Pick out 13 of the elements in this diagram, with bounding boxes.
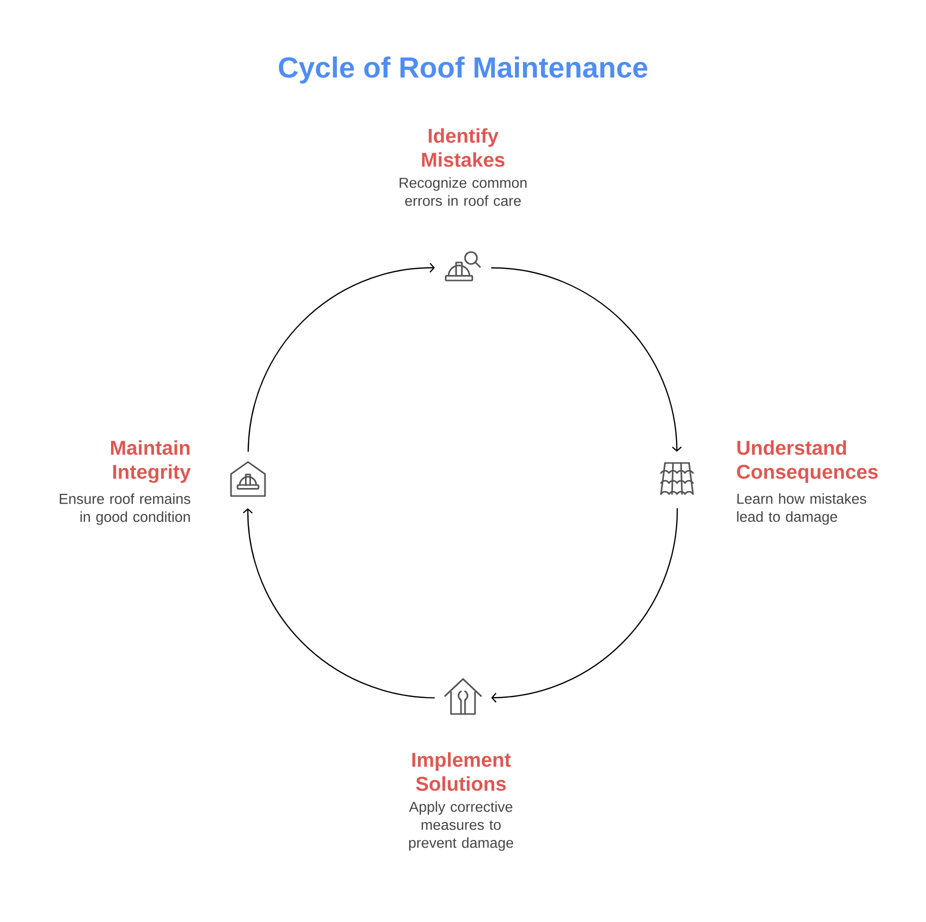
step-heading: Understand Consequences [737,440,878,483]
step-description: Apply corrective measures to prevent damage [409,801,514,851]
arrow [491,267,682,452]
step-description: Ensure roof remains in good condition [60,493,190,525]
arrow [242,508,435,698]
arrow [248,262,435,452]
step-heading: Identify Mistakes [422,128,504,167]
step-description: Learn how mistakes lead to damage [737,493,866,525]
step-description: Recognize common errors in roof care [400,177,526,206]
step-heading: Maintain Integrity [111,440,191,483]
arrow [491,508,678,703]
step-heading: Implement Solutions [412,752,511,791]
title: Cycle of Roof Maintenance [278,56,648,84]
